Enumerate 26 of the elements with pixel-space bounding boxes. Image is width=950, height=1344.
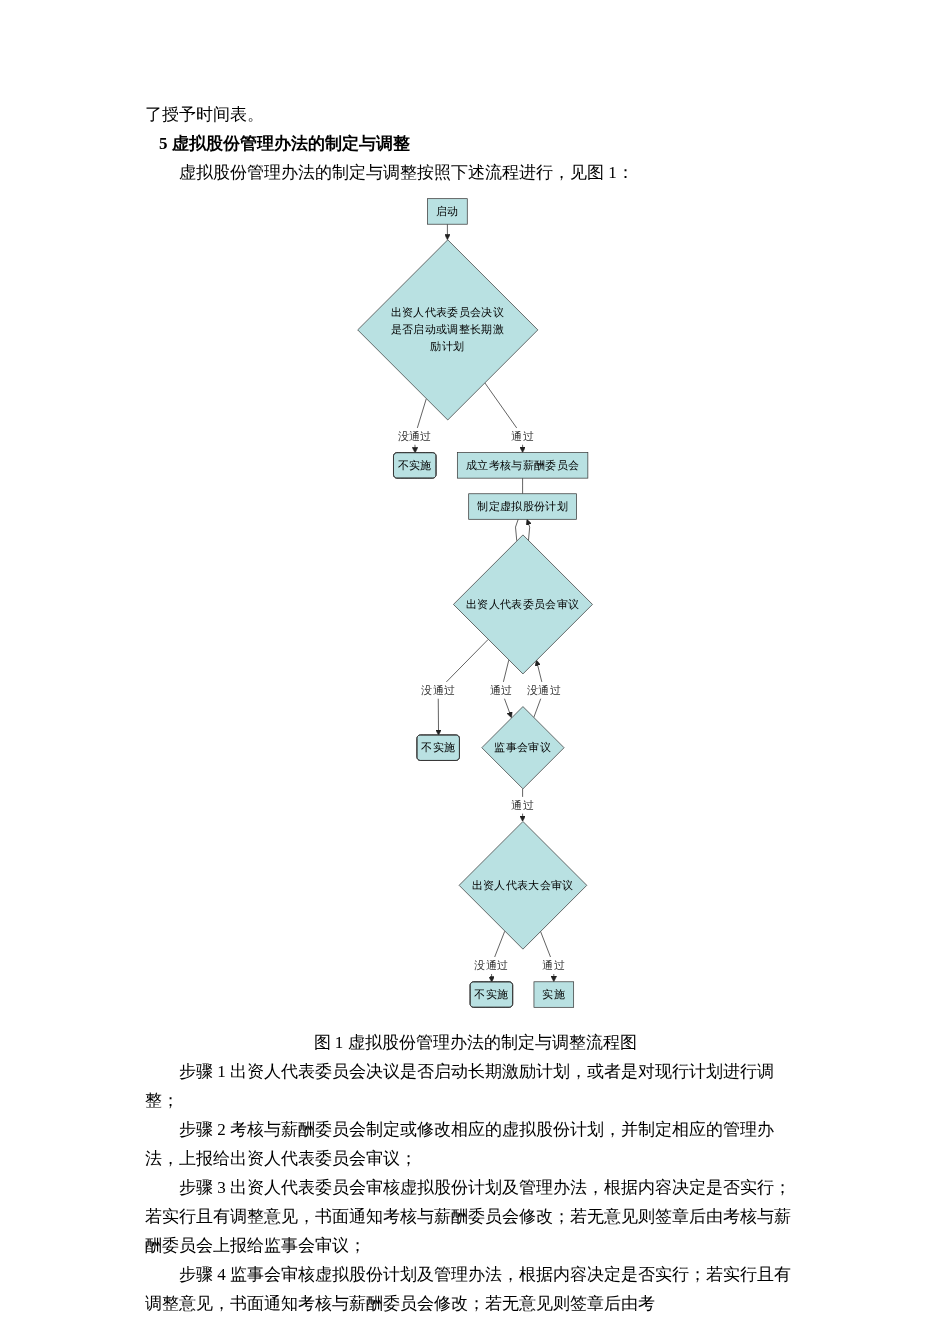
paragraph: 了授予时间表。	[145, 104, 265, 126]
node-box: 实施	[533, 981, 574, 1008]
node-diamond: 出资人代表委员会决议是否启动或调整长期激励计划	[357, 239, 539, 421]
connector	[522, 477, 523, 495]
node-box: 启动	[427, 198, 468, 225]
edge-label: 没通过	[474, 958, 509, 972]
node-diamond: 监事会审议	[481, 706, 565, 790]
edge-label: 通过	[489, 683, 513, 697]
node-diamond: 出资人代表大会审议	[458, 821, 588, 950]
edge-label: 通过	[511, 429, 534, 443]
section-heading: 5 虚拟股份管理办法的制定与调整	[158, 133, 411, 155]
edge-label: 通过	[542, 958, 566, 972]
edge-label: 没通过	[421, 683, 456, 697]
node-diamond: 出资人代表委员会审议	[453, 534, 593, 675]
paragraph: 步骤 3 出资人代表委员会审核虚拟股份计划及管理办法，根据内容决定是否实行；若实行且有调整意见，书面通知考核与薪酬委员会修改；若无意见则签章后由考核与薪酬委员会上报给监事会审议；	[145, 1177, 792, 1257]
figure-caption: 图 1 虚拟股份管理办法的制定与调整流程图	[312, 1032, 638, 1054]
node-box: 成立考核与薪酬委员会	[456, 452, 589, 479]
connector	[515, 518, 519, 542]
paragraph: 步骤 1 出资人代表委员会决议是否启动长期激励计划，或者是对现行计划进行调整；	[145, 1061, 775, 1112]
paragraph: 虚拟股份管理办法的制定与调整按照下述流程进行，见图 1：	[178, 162, 635, 184]
paragraph: 步骤 2 考核与薪酬委员会制定或修改相应的虚拟股份计划，并制定相应的管理办法，上报给出资人代表委员会审议；	[145, 1119, 775, 1170]
node-box: 制定虚拟股份计划	[468, 493, 577, 520]
edge-label: 没通过	[397, 429, 432, 443]
edge-label: 没通过	[526, 683, 561, 697]
paragraph: 步骤 4 监事会审核虚拟股份计划及管理办法，根据内容决定是否实行；若实行且有调整意见，书面通知考核与薪酬委员会修改；若无意见则签章后由考	[145, 1264, 792, 1315]
edge-label: 通过	[511, 798, 534, 812]
